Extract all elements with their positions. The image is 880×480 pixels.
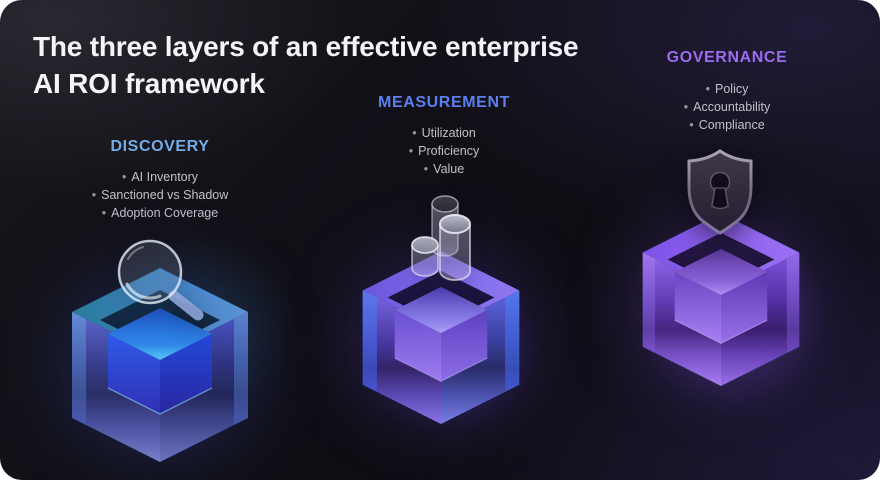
section-list-measurement: Utilization Proficiency Value: [324, 124, 564, 178]
shield-keyhole-icon: [687, 149, 753, 235]
section-heading-discovery: DISCOVERY: [110, 138, 210, 155]
bar-chart-cylinders-icon: [411, 195, 471, 281]
list-item: Accountability: [607, 98, 847, 116]
page-title: The three layers of an effective enterpr…: [33, 28, 593, 102]
governance-cube-illustration: [642, 213, 800, 386]
page-title-line1: The three layers of an effective enterpr…: [33, 31, 579, 62]
magnifier-icon: [117, 239, 204, 321]
list-item: AI Inventory: [40, 168, 280, 186]
measurement-cube-illustration: [362, 251, 520, 424]
list-item: Utilization: [324, 124, 564, 142]
list-item: Adoption Coverage: [40, 204, 280, 222]
section-heading-governance: GOVERNANCE: [666, 49, 788, 66]
section-list-discovery: AI Inventory Sanctioned vs Shadow Adopti…: [40, 168, 280, 222]
list-item: Sanctioned vs Shadow: [40, 186, 280, 204]
list-item: Compliance: [607, 116, 847, 134]
section-list-governance: Policy Accountability Compliance: [607, 80, 847, 134]
list-item: Value: [324, 160, 564, 178]
discovery-cube-illustration: [72, 268, 248, 462]
section-heading-measurement: MEASUREMENT: [378, 94, 510, 111]
list-item: Proficiency: [324, 142, 564, 160]
page-title-line2: AI ROI framework: [33, 68, 265, 99]
list-item: Policy: [607, 80, 847, 98]
